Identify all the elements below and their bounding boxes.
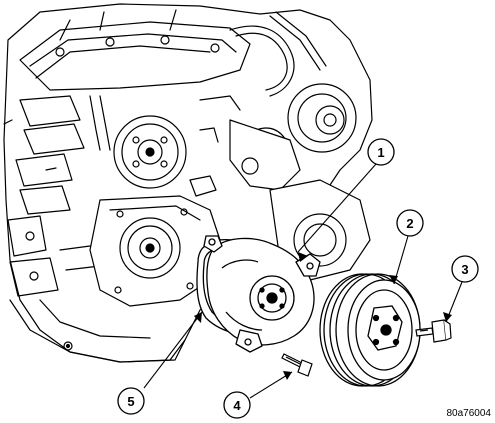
callout-3: 3 bbox=[451, 255, 479, 283]
leader-4 bbox=[249, 371, 293, 399]
callout-5-label: 5 bbox=[127, 394, 134, 409]
arrowhead-2 bbox=[389, 275, 398, 284]
water-pump bbox=[203, 235, 321, 353]
callout-2-label: 2 bbox=[406, 216, 413, 231]
callout-3-label: 3 bbox=[461, 262, 468, 277]
leader-5 bbox=[143, 311, 203, 389]
callout-4: 4 bbox=[223, 391, 251, 419]
pump-mounting-bolt bbox=[281, 353, 313, 377]
arrowhead-4 bbox=[283, 371, 292, 380]
arrowhead-1 bbox=[298, 252, 308, 262]
leader-arrowheads bbox=[194, 252, 452, 380]
figure-id: 80a76004 bbox=[447, 408, 492, 419]
arrowhead-3 bbox=[443, 312, 452, 322]
pulley-bolt bbox=[415, 319, 452, 343]
callout-5: 5 bbox=[117, 387, 145, 415]
callout-2: 2 bbox=[396, 209, 424, 237]
callout-1-label: 1 bbox=[377, 145, 384, 160]
arrowhead-5 bbox=[194, 312, 202, 323]
callout-4-label: 4 bbox=[233, 398, 241, 413]
callout-1: 1 bbox=[367, 138, 395, 166]
water-pump-pulley bbox=[319, 273, 421, 387]
leader-1 bbox=[297, 163, 377, 253]
engine-block bbox=[3, 3, 373, 363]
